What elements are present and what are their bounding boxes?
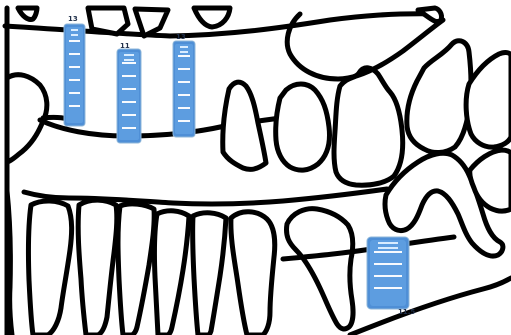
upper-right-tooth-2 [276, 84, 330, 170]
implant-1: 13 [64, 15, 85, 126]
implant-label-1: 13 [68, 15, 78, 23]
implant-3: 13 [173, 33, 195, 137]
lower-tooth-1 [28, 201, 71, 335]
upper-right-tooth-3 [334, 68, 403, 185]
upper-tooth-top-left [88, 8, 128, 34]
upper-tooth-side-right [418, 8, 442, 22]
implant-2: 11 [117, 42, 141, 143]
implant-4: 11.5 [367, 237, 415, 316]
implant-label-3: 13 [176, 33, 186, 41]
upper-right-tooth-4 [407, 41, 471, 153]
lower-tooth-4 [154, 211, 189, 335]
lower-tooth-6 [231, 212, 275, 335]
implant-label-4: 11.5 [398, 308, 415, 316]
lower-tooth-7 [286, 209, 353, 329]
lower-tooth-3 [118, 204, 154, 335]
upper-tooth-top-far-left [18, 8, 37, 19]
lower-gumline [24, 189, 387, 204]
lower-tooth-2 [78, 200, 117, 335]
lower-tooth-5 [193, 213, 226, 335]
upper-tooth-top-center [135, 9, 168, 36]
upper-right-tooth-1 [223, 82, 266, 169]
upper-tooth-top-right [194, 8, 230, 27]
implant-label-2: 11 [120, 42, 130, 50]
